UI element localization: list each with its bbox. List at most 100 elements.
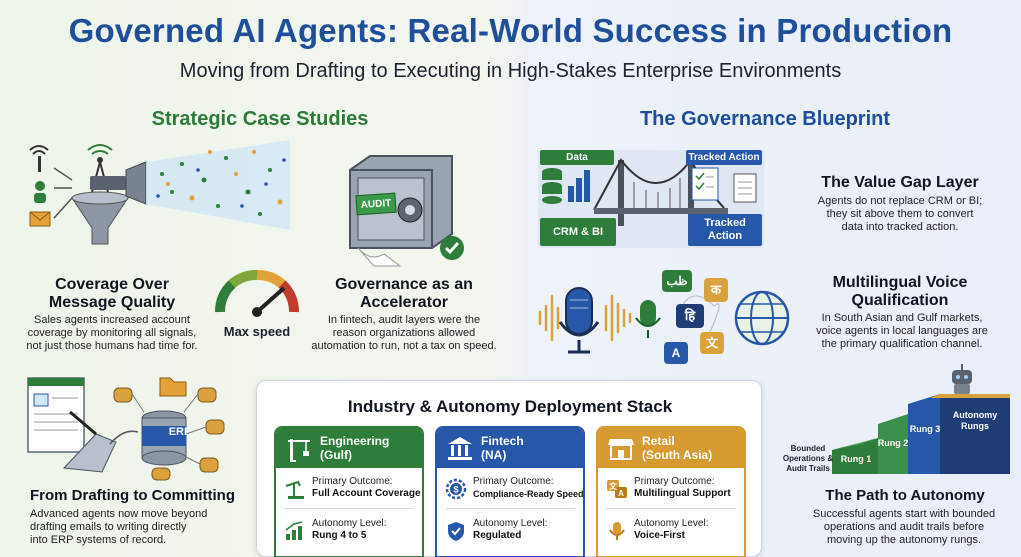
column-header: Fintech (NA) (437, 428, 583, 468)
stack-column-fintech: Fintech (NA) $ Primary Outcome: Complian… (435, 426, 585, 557)
path-body: Successful agents start with bounded ope… (796, 508, 1012, 547)
sound-wave-icon (538, 294, 632, 342)
value-gap-body-line2: they sit above them to convert (826, 208, 974, 220)
stairs-base-label: Bounded Operations & Audit Trails (776, 444, 840, 474)
small-microphone-icon (635, 300, 661, 338)
multilingual-body-line3: the primary qualification channel. (821, 338, 983, 350)
path-body-line2: operations and audit trails before (823, 521, 985, 533)
signal-funnel-illustration (29, 140, 290, 245)
multilingual-body: In South Asian and Gulf markets, voice a… (800, 312, 1004, 351)
stairs-base-line3: Audit Trails (786, 464, 830, 473)
rung-2-label: Rung 2 (877, 438, 909, 448)
autonomy-level-row: Autonomy Level: Voice-First (606, 518, 746, 542)
value-gap-body-line1: Agents do not replace CRM or BI; (817, 195, 983, 207)
data-cylinders-icon (113, 387, 225, 481)
section-heading-blueprint: The Governance Blueprint (639, 108, 891, 130)
drafting-title: From Drafting to Committing (30, 487, 235, 504)
path-title: The Path to Autonomy (825, 487, 985, 504)
database-stack-icon (542, 168, 562, 204)
audit-tag: AUDIT (355, 192, 397, 216)
gauge-label: Max speed (223, 324, 291, 339)
path-body-line1: Successful agents start with bounded (812, 508, 996, 520)
microphone-icon (558, 287, 600, 354)
governance-title: Governance as an Accelerator (316, 276, 492, 312)
column-name-line2: (Gulf) (320, 448, 352, 462)
drafting-body-line2: drafting emails to writing directly (30, 521, 187, 533)
multilingual-title-line1: Multilingual Voice (832, 274, 968, 291)
microphone-icon (609, 522, 625, 540)
column-name-line2: (NA) (481, 448, 507, 462)
shield-check-icon (448, 522, 464, 541)
column-name: Retail (South Asia) (642, 434, 712, 462)
stairs-base-line1: Bounded (790, 444, 826, 453)
growth-bars-icon (285, 521, 303, 540)
tracked-box-line2: Action (707, 230, 743, 242)
svg-text:文: 文 (609, 481, 618, 491)
autonomy-level-row: Autonomy Level: Regulated (445, 518, 585, 542)
column-name-line2: (South Asia) (642, 448, 713, 462)
autonomy-label: Autonomy Level: (634, 518, 709, 529)
column-name-line1: Engineering (320, 434, 390, 448)
coverage-title-line2: Message Quality (48, 294, 176, 311)
multilingual-body-line1: In South Asian and Gulf markets, (821, 312, 983, 324)
storefront-icon (608, 439, 634, 460)
funnel-icon (71, 191, 129, 245)
robot-icon (952, 364, 972, 394)
autonomy-value: Rung 4 to 5 (312, 530, 367, 541)
envelope-icon (29, 211, 51, 227)
document-icon (733, 173, 757, 203)
translate-icon: 文 A (607, 480, 627, 498)
governance-title-line2: Accelerator (359, 294, 449, 311)
multilingual-title: Multilingual Voice Qualification (800, 274, 1000, 310)
bar-chart-icon (568, 170, 590, 202)
crane-icon (288, 439, 310, 462)
tracked-action-box: Tracked Action (688, 214, 762, 246)
divider (606, 508, 736, 509)
autonomy-level-row: Autonomy Level: Rung 4 to 5 (284, 518, 424, 542)
multilingual-body-line2: voice agents in local languages are (816, 325, 988, 337)
erp-label: ERP (168, 426, 192, 438)
lang-bubble-hi: हि (676, 304, 704, 328)
lang-bubble-wen: 文 (700, 332, 724, 354)
erp-writing-illustration (27, 377, 225, 481)
governance-body: In fintech, audit layers were the reason… (306, 314, 502, 353)
drafting-body-line1: Advanced agents now move beyond (30, 508, 208, 520)
column-header: Retail (South Asia) (598, 428, 744, 468)
outcome-value: Multilingual Support (634, 488, 731, 499)
governance-body-line1: In fintech, audit layers were the (327, 314, 481, 326)
check-circle-icon (440, 236, 464, 260)
stack-column-engineering: Engineering (Gulf) Primary Outcome: Full… (274, 426, 424, 557)
tracked-box-line1: Tracked (704, 217, 746, 229)
checklist-icon (691, 167, 719, 201)
dial-icon (397, 197, 423, 223)
multilingual-title-line2: Qualification (851, 292, 949, 309)
governance-body-line2: reason organizations allowed (332, 327, 476, 339)
value-gap-body-line3: data into tracked action. (841, 221, 959, 233)
lang-bubble-arabic: ظب (662, 270, 692, 292)
svg-text:$: $ (453, 485, 458, 495)
dollar-gear-icon: $ (445, 478, 467, 500)
coverage-body-line1: Sales agents increased account (34, 314, 190, 326)
divider (284, 508, 414, 509)
value-gap-title: The Value Gap Layer (821, 174, 979, 191)
globe-icon (734, 290, 790, 346)
coverage-body-line3: not just those humans had time for. (26, 340, 198, 352)
person-icon (34, 181, 46, 203)
deployment-stack-card: Industry & Autonomy Deployment Stack Eng… (256, 380, 762, 557)
drafting-body: Advanced agents now move beyond drafting… (30, 508, 250, 547)
primary-outcome-row: 文 A Primary Outcome: Multilingual Suppor… (606, 476, 746, 500)
page-subtitle: Moving from Drafting to Executing in Hig… (179, 60, 842, 82)
speed-gauge-icon (215, 270, 299, 317)
drafting-body-line3: into ERP systems of record. (30, 534, 167, 546)
path-body-line3: moving up the autonomy rungs. (826, 534, 982, 546)
autonomy-value: Voice-First (634, 530, 685, 541)
section-heading-case-studies: Strategic Case Studies (151, 108, 369, 130)
coverage-title: Coverage Over Message Quality (22, 276, 202, 312)
stack-column-retail: Retail (South Asia) 文 A Primary Outcome:… (596, 426, 746, 557)
rung-1-label: Rung 1 (840, 454, 872, 464)
governance-body-line3: automation to run, not a tax on speed. (311, 340, 497, 352)
stack-title: Industry & Autonomy Deployment Stack (347, 397, 673, 416)
autonomy-value: Regulated (473, 530, 522, 541)
page-title: Governed AI Agents: Real-World Success i… (68, 12, 953, 49)
outcome-value: Compliance-Ready Speed (473, 489, 584, 499)
